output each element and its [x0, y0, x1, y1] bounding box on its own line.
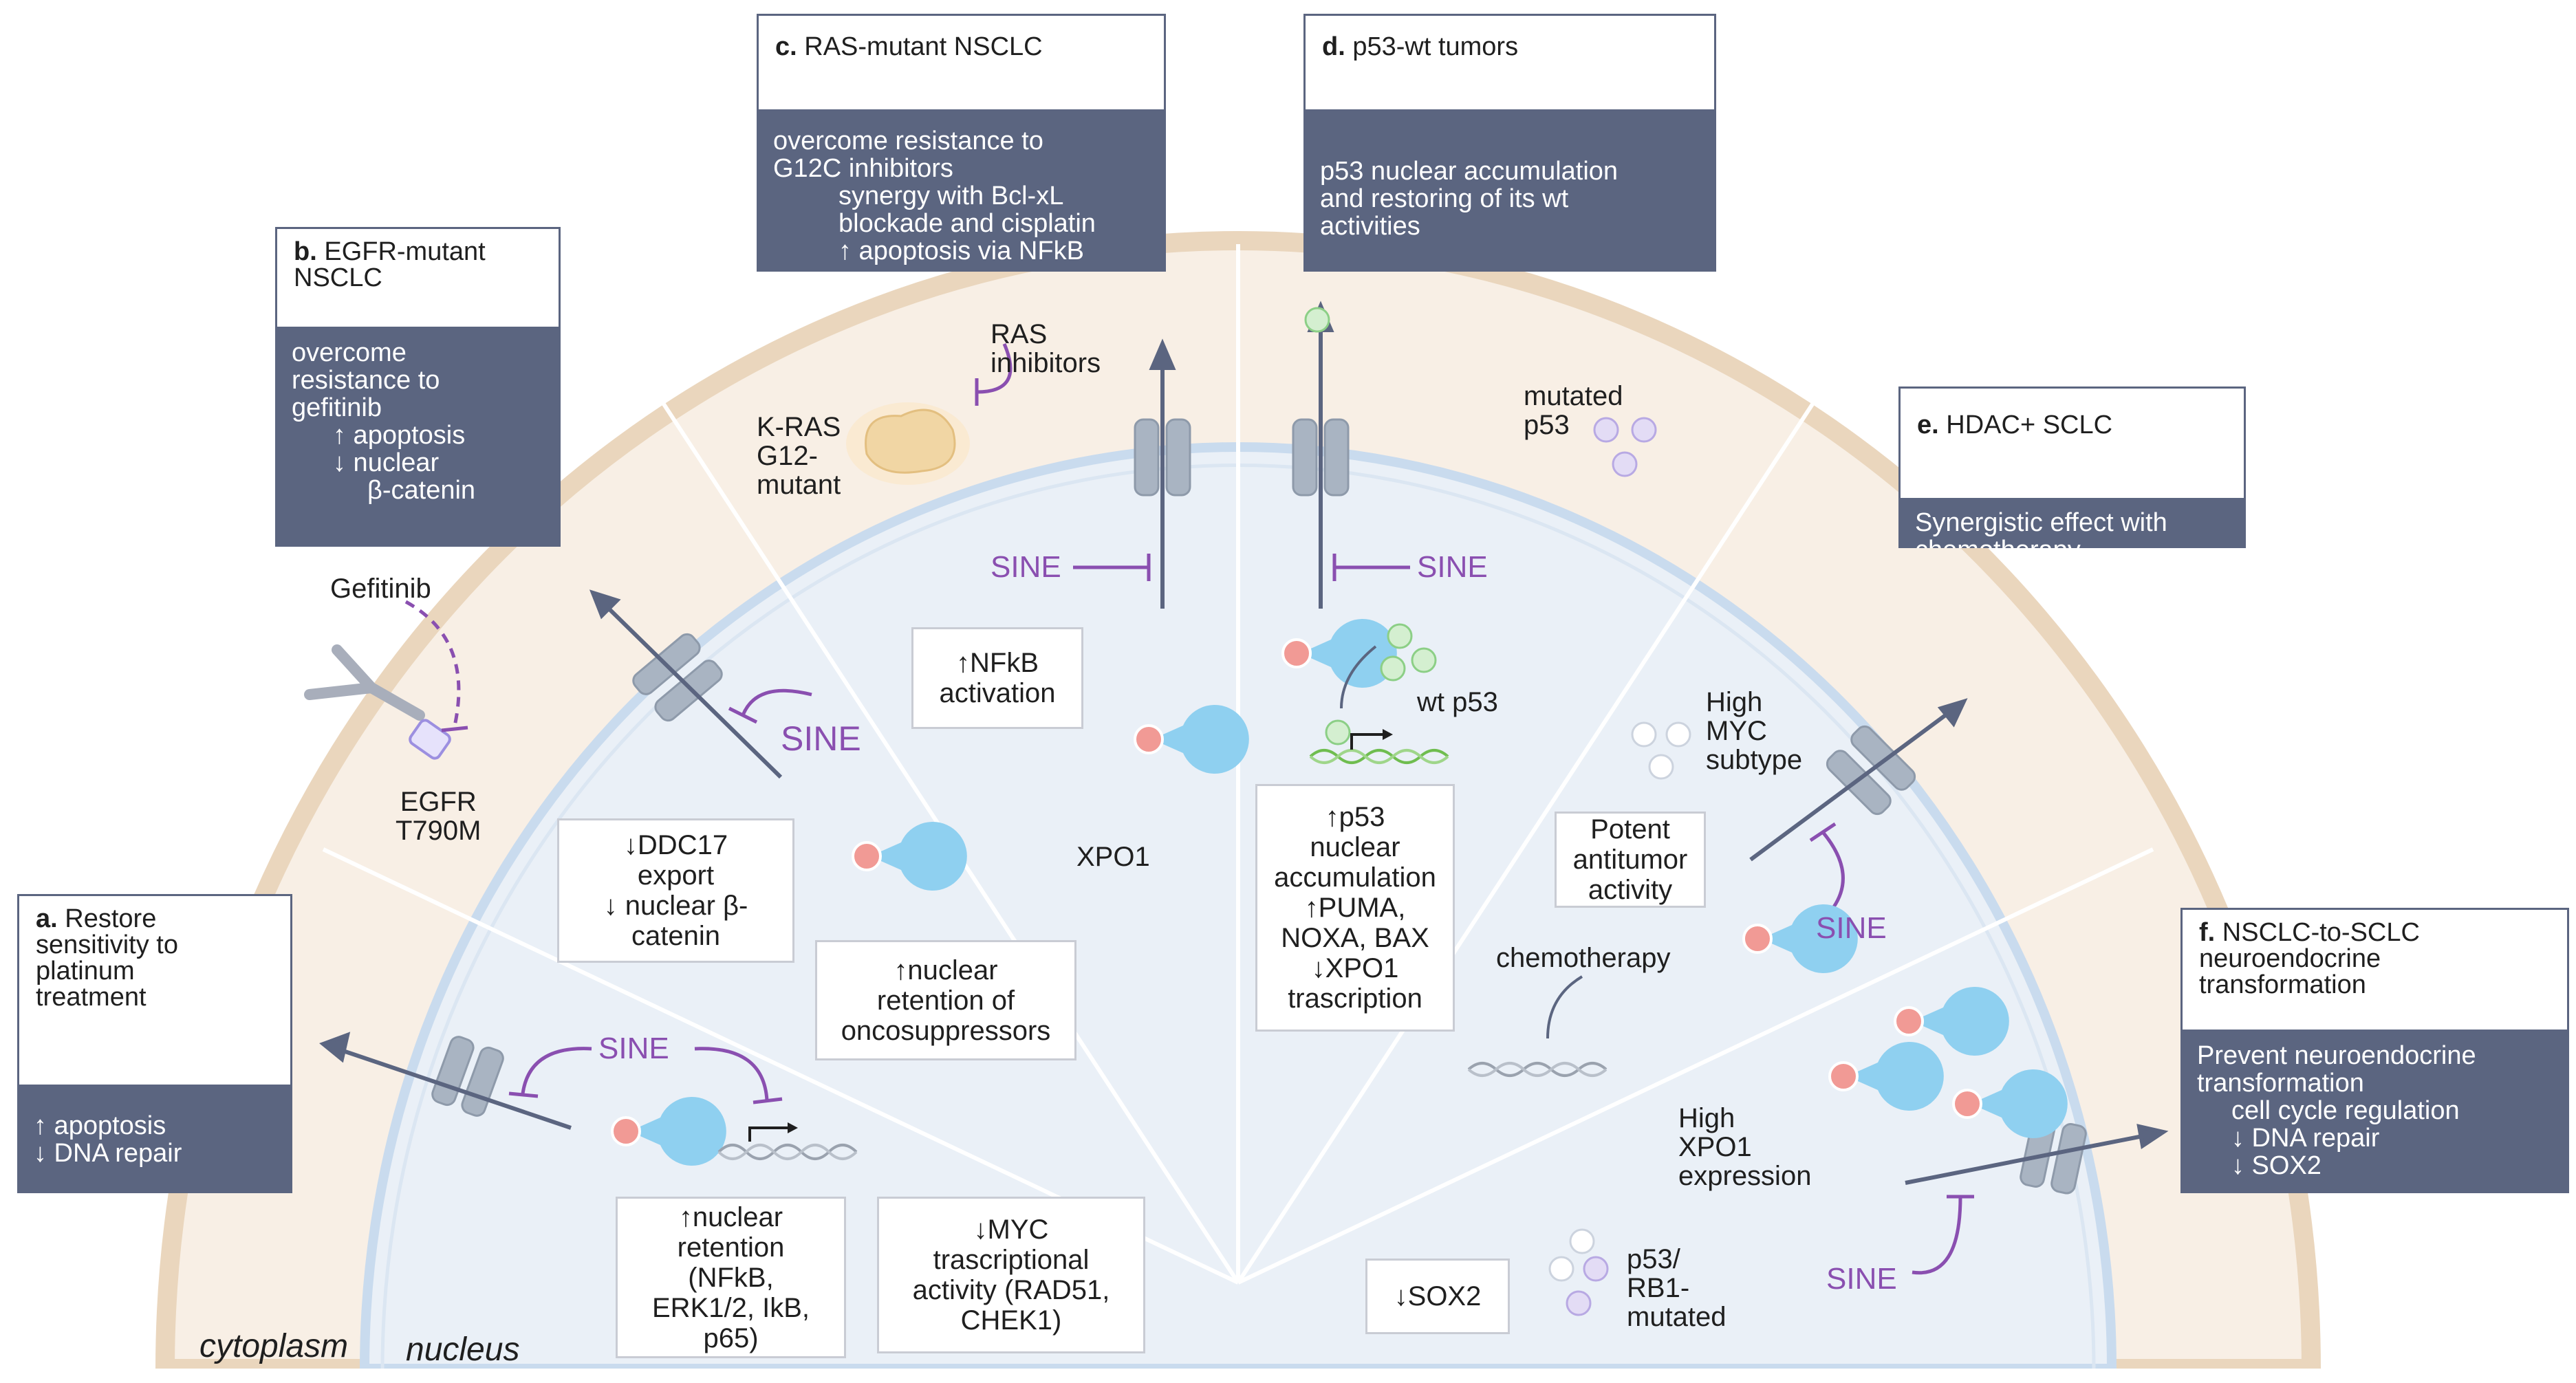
kras-protein-icon: [846, 402, 970, 485]
p53-dots: [1304, 307, 1691, 1316]
cytoplasm-label: cytoplasm: [199, 1328, 349, 1364]
sox2-box: ↓SOX2: [1365, 1259, 1510, 1334]
egfr-receptor: [304, 600, 468, 760]
sine-inhibition-lines: [508, 343, 1974, 1275]
panel-b-title: EGFR-mutant: [324, 237, 486, 266]
panel-f-title: NSCLC-to-SCLC: [2222, 918, 2420, 947]
gefitinib-label: Gefitinib: [330, 574, 431, 604]
sine-label-e: SINE: [1816, 911, 1887, 945]
panel-c-title: RAS-mutant NSCLC: [804, 32, 1043, 61]
nuclear-pores: [431, 418, 2087, 1195]
panel-c: c. RAS-mutant NSCLC overcome resistance …: [757, 14, 1166, 272]
panel-d-title: p53-wt tumors: [1352, 32, 1519, 61]
p53-rb1-label: p53/RB1-mutated: [1627, 1244, 1727, 1332]
sine-label-f: SINE: [1826, 1262, 1897, 1296]
xpo1-label: XPO1: [1076, 842, 1150, 872]
dna-strands: [717, 729, 1608, 1160]
curved-arrows: [1340, 645, 1583, 1039]
sine-label-d: SINE: [1417, 550, 1488, 584]
export-arrows: [319, 301, 2169, 1185]
chemotherapy-label: chemotherapy: [1496, 943, 1671, 973]
panel-e: e. HDAC+ SCLC Synergistic effect withche…: [1898, 386, 2246, 548]
panel-d: d. p53-wt tumors p53 nuclear accumulatio…: [1303, 14, 1716, 272]
wt-p53-label: wt p53: [1417, 687, 1498, 717]
xpo1-icons: [611, 619, 2068, 1166]
nucleus-label: nucleus: [406, 1331, 520, 1368]
sine-label-c: SINE: [991, 550, 1061, 584]
sine-label-a: SINE: [598, 1032, 669, 1065]
panel-e-title: HDAC+ SCLC: [1946, 411, 2113, 439]
panel-a-title: Restore: [65, 904, 157, 933]
sine-label-b: SINE: [781, 719, 861, 758]
